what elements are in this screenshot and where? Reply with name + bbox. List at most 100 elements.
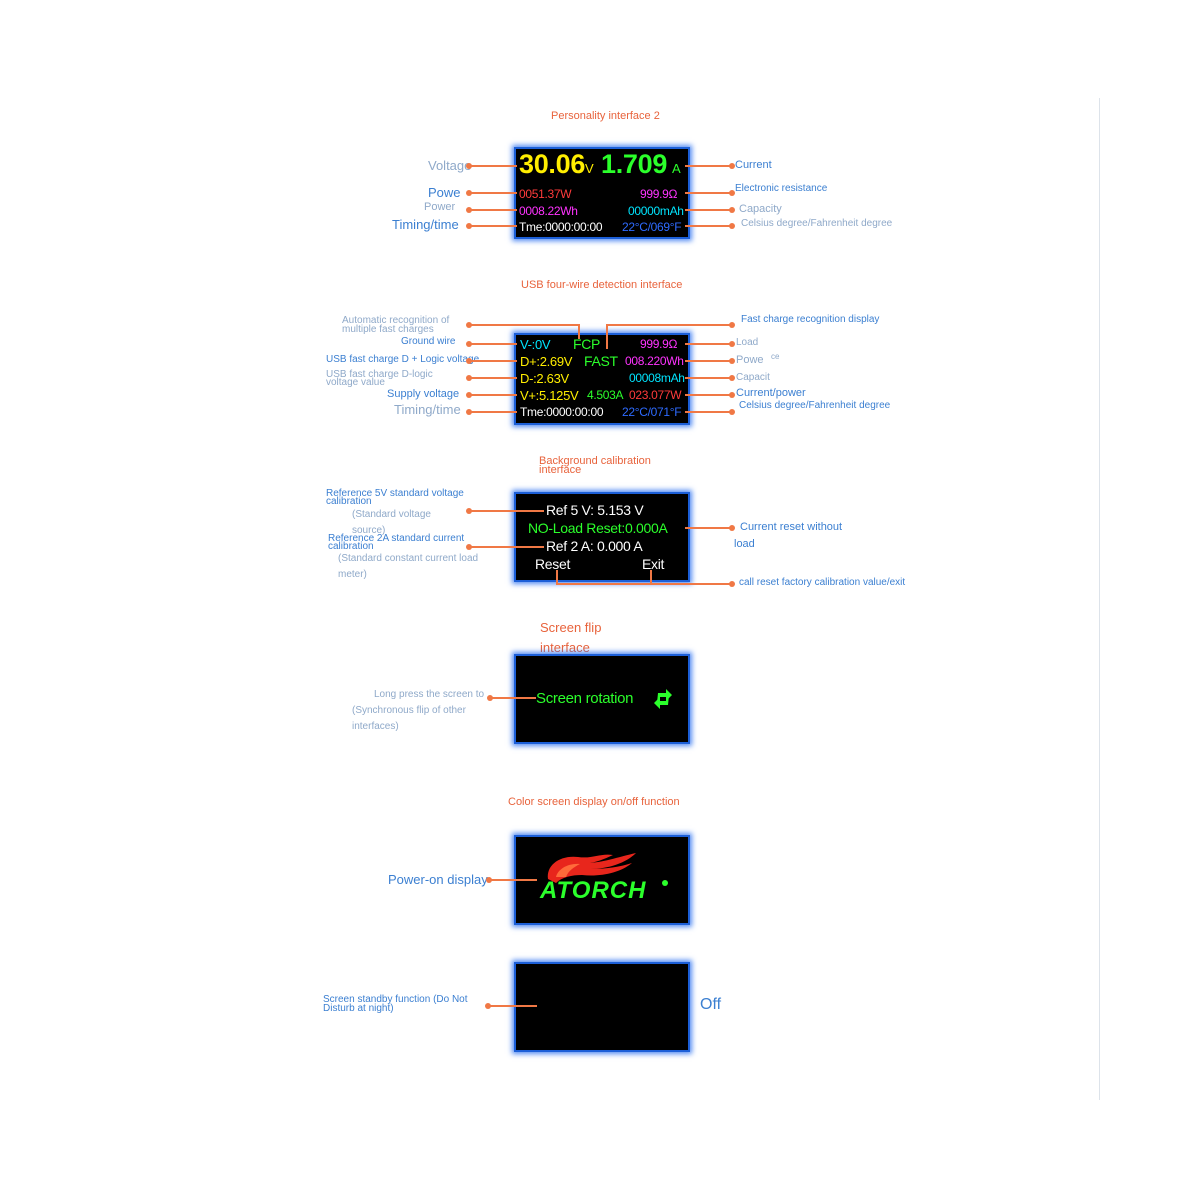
section-title-usb: USB four-wire detection interface <box>521 279 683 291</box>
label-sync-flip-1: (Synchronous flip of other <box>352 705 466 716</box>
section-title-flip: Screen flip <box>540 620 602 635</box>
connector-dot <box>729 392 735 398</box>
fast-value: FAST <box>584 353 618 369</box>
screen-personality: 30.06 V 1.709 A 0051.37W 999.9Ω 0008.22W… <box>514 147 690 239</box>
connector-dot <box>729 358 735 364</box>
resistance-value: 999.9Ω <box>640 187 678 201</box>
connector-line <box>469 209 517 211</box>
connector-line <box>685 360 732 362</box>
current-value: 1.709 <box>601 149 668 179</box>
label-long-press: Long press the screen to <box>374 689 485 700</box>
screen-flip: Screen rotation <box>514 654 690 744</box>
connector-dot <box>729 163 735 169</box>
section-title-personality: Personality interface 2 <box>551 110 660 122</box>
connector-line <box>556 570 558 585</box>
label-ref2a-2: calibration <box>328 541 374 552</box>
screen-power-on: ATORCH <box>514 835 690 925</box>
connector-line <box>469 510 544 512</box>
load-value: 999.9Ω <box>640 337 678 351</box>
usb-time-value: Tme:0000:00:00 <box>520 405 604 419</box>
label-current-reset-1: Current reset without <box>740 521 843 533</box>
connector-line <box>685 411 732 413</box>
label-ground-wire: Ground wire <box>401 336 456 347</box>
vplus-value: V+:5.125V <box>520 388 579 403</box>
section-title-calibration-2: interface <box>539 464 582 476</box>
label-standby-2: Disturb at night) <box>323 1003 394 1014</box>
usb-capacity-value: 00008mAh <box>629 371 685 385</box>
power-value: 0051.37W <box>519 187 572 201</box>
label-supply-voltage: Supply voltage <box>387 388 460 400</box>
connector-line <box>469 377 517 379</box>
connector-line <box>469 324 579 326</box>
connector-dot <box>729 409 735 415</box>
label-auto-recognition-2: multiple fast charges <box>342 324 434 335</box>
atorch-logo-text: ATORCH <box>540 877 647 904</box>
connector-line <box>488 1005 537 1007</box>
capacity-value: 00000mAh <box>628 204 684 218</box>
usb-temp-value: 22°C/071°F <box>622 405 682 419</box>
label-standard-voltage-1: (Standard voltage <box>352 509 431 520</box>
ref5v-value: Ref 5 V: 5.153 V <box>546 502 644 518</box>
connector-line <box>685 394 732 396</box>
usb-power-value: 023.077W <box>629 388 682 402</box>
connector-dot <box>729 525 735 531</box>
label-ref5v-2: calibration <box>326 496 372 507</box>
noload-reset-value: NO-Load Reset:0.000A <box>528 520 668 536</box>
label-powe: Powe <box>428 185 461 200</box>
connector-dot <box>729 322 735 328</box>
voltage-value: 30.06 <box>519 149 586 179</box>
label-usb-timing: Timing/time <box>394 402 461 417</box>
label-power-on-display: Power-on display <box>388 872 488 887</box>
label-celsius: Celsius degree/Fahrenheit degree <box>741 218 893 229</box>
connector-dot <box>729 341 735 347</box>
connector-line <box>469 546 544 548</box>
label-current: Current <box>735 159 772 171</box>
ref2a-value: Ref 2 A: 0.000 A <box>546 538 643 554</box>
dminus-value: D-:2.63V <box>520 371 569 386</box>
connector-dot <box>729 207 735 213</box>
connector-line <box>469 165 517 167</box>
temp-value: 22°C/069°F <box>622 220 682 234</box>
exit-button[interactable]: Exit <box>642 556 665 572</box>
label-usb-ce: ce <box>771 352 780 361</box>
label-load: Load <box>736 337 759 348</box>
current-unit: A <box>672 161 681 176</box>
label-dplus-logic: USB fast charge D + Logic voltage <box>326 354 480 365</box>
usb-energy-value: 008.220Wh <box>625 354 684 368</box>
label-constant-load-1: (Standard constant current load <box>338 553 479 564</box>
connector-line <box>685 527 732 529</box>
connector-dot <box>729 581 735 587</box>
label-power: Power <box>424 201 456 213</box>
label-current-reset-2: load <box>734 538 755 550</box>
label-capacit: Capacit <box>736 372 770 383</box>
vneg-value: V-:0V <box>520 337 551 352</box>
connector-line <box>685 225 732 227</box>
time-value: Tme:0000:00:00 <box>519 220 603 234</box>
connector-line <box>469 360 517 362</box>
connector-line <box>489 879 537 881</box>
label-constant-load-2: meter) <box>338 569 367 580</box>
connector-line <box>685 343 732 345</box>
connector-dot <box>729 190 735 196</box>
label-dminus-logic-2: voltage value <box>326 377 385 388</box>
voltage-unit: V <box>585 161 594 176</box>
label-ref5v-1: Reference 5V standard voltage <box>326 488 464 499</box>
label-factory-reset: call reset factory calibration value/exi… <box>739 577 906 588</box>
energy-value: 0008.22Wh <box>519 204 578 218</box>
connector-dot <box>729 375 735 381</box>
section-title-calibration: Background calibration <box>539 455 651 467</box>
connector-line <box>556 583 732 585</box>
label-usb-celsius: Celsius degree/Fahrenheit degree <box>739 400 891 411</box>
label-voltage: Voltage <box>428 158 472 173</box>
connector-dot <box>729 223 735 229</box>
reset-button[interactable]: Reset <box>535 556 571 572</box>
usb-current-value: 4.503A <box>587 388 624 402</box>
connector-line <box>685 377 732 379</box>
screen-standby <box>514 962 690 1052</box>
connector-line <box>469 343 517 345</box>
connector-line <box>469 225 517 227</box>
logo-dot-icon <box>662 880 668 886</box>
label-standard-voltage-2: source) <box>352 525 386 536</box>
label-resistance: Electronic resistance <box>735 183 828 194</box>
